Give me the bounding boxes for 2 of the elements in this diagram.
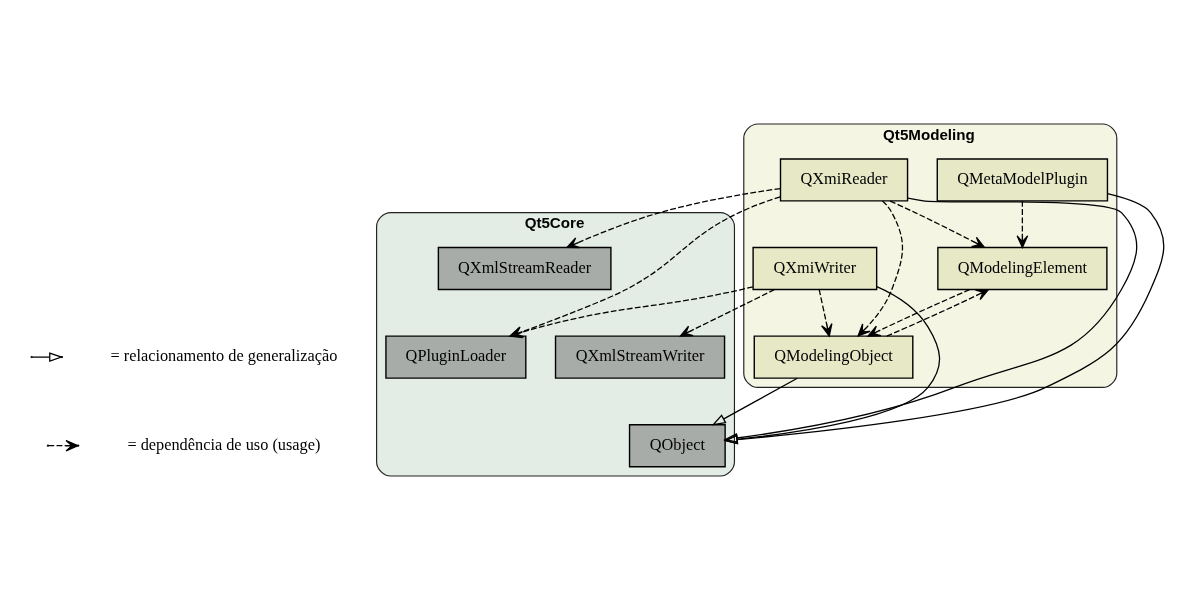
legend-label: = relacionamento de generalização [110, 345, 338, 365]
legend-label: = dependência de uso (usage) [127, 434, 321, 454]
